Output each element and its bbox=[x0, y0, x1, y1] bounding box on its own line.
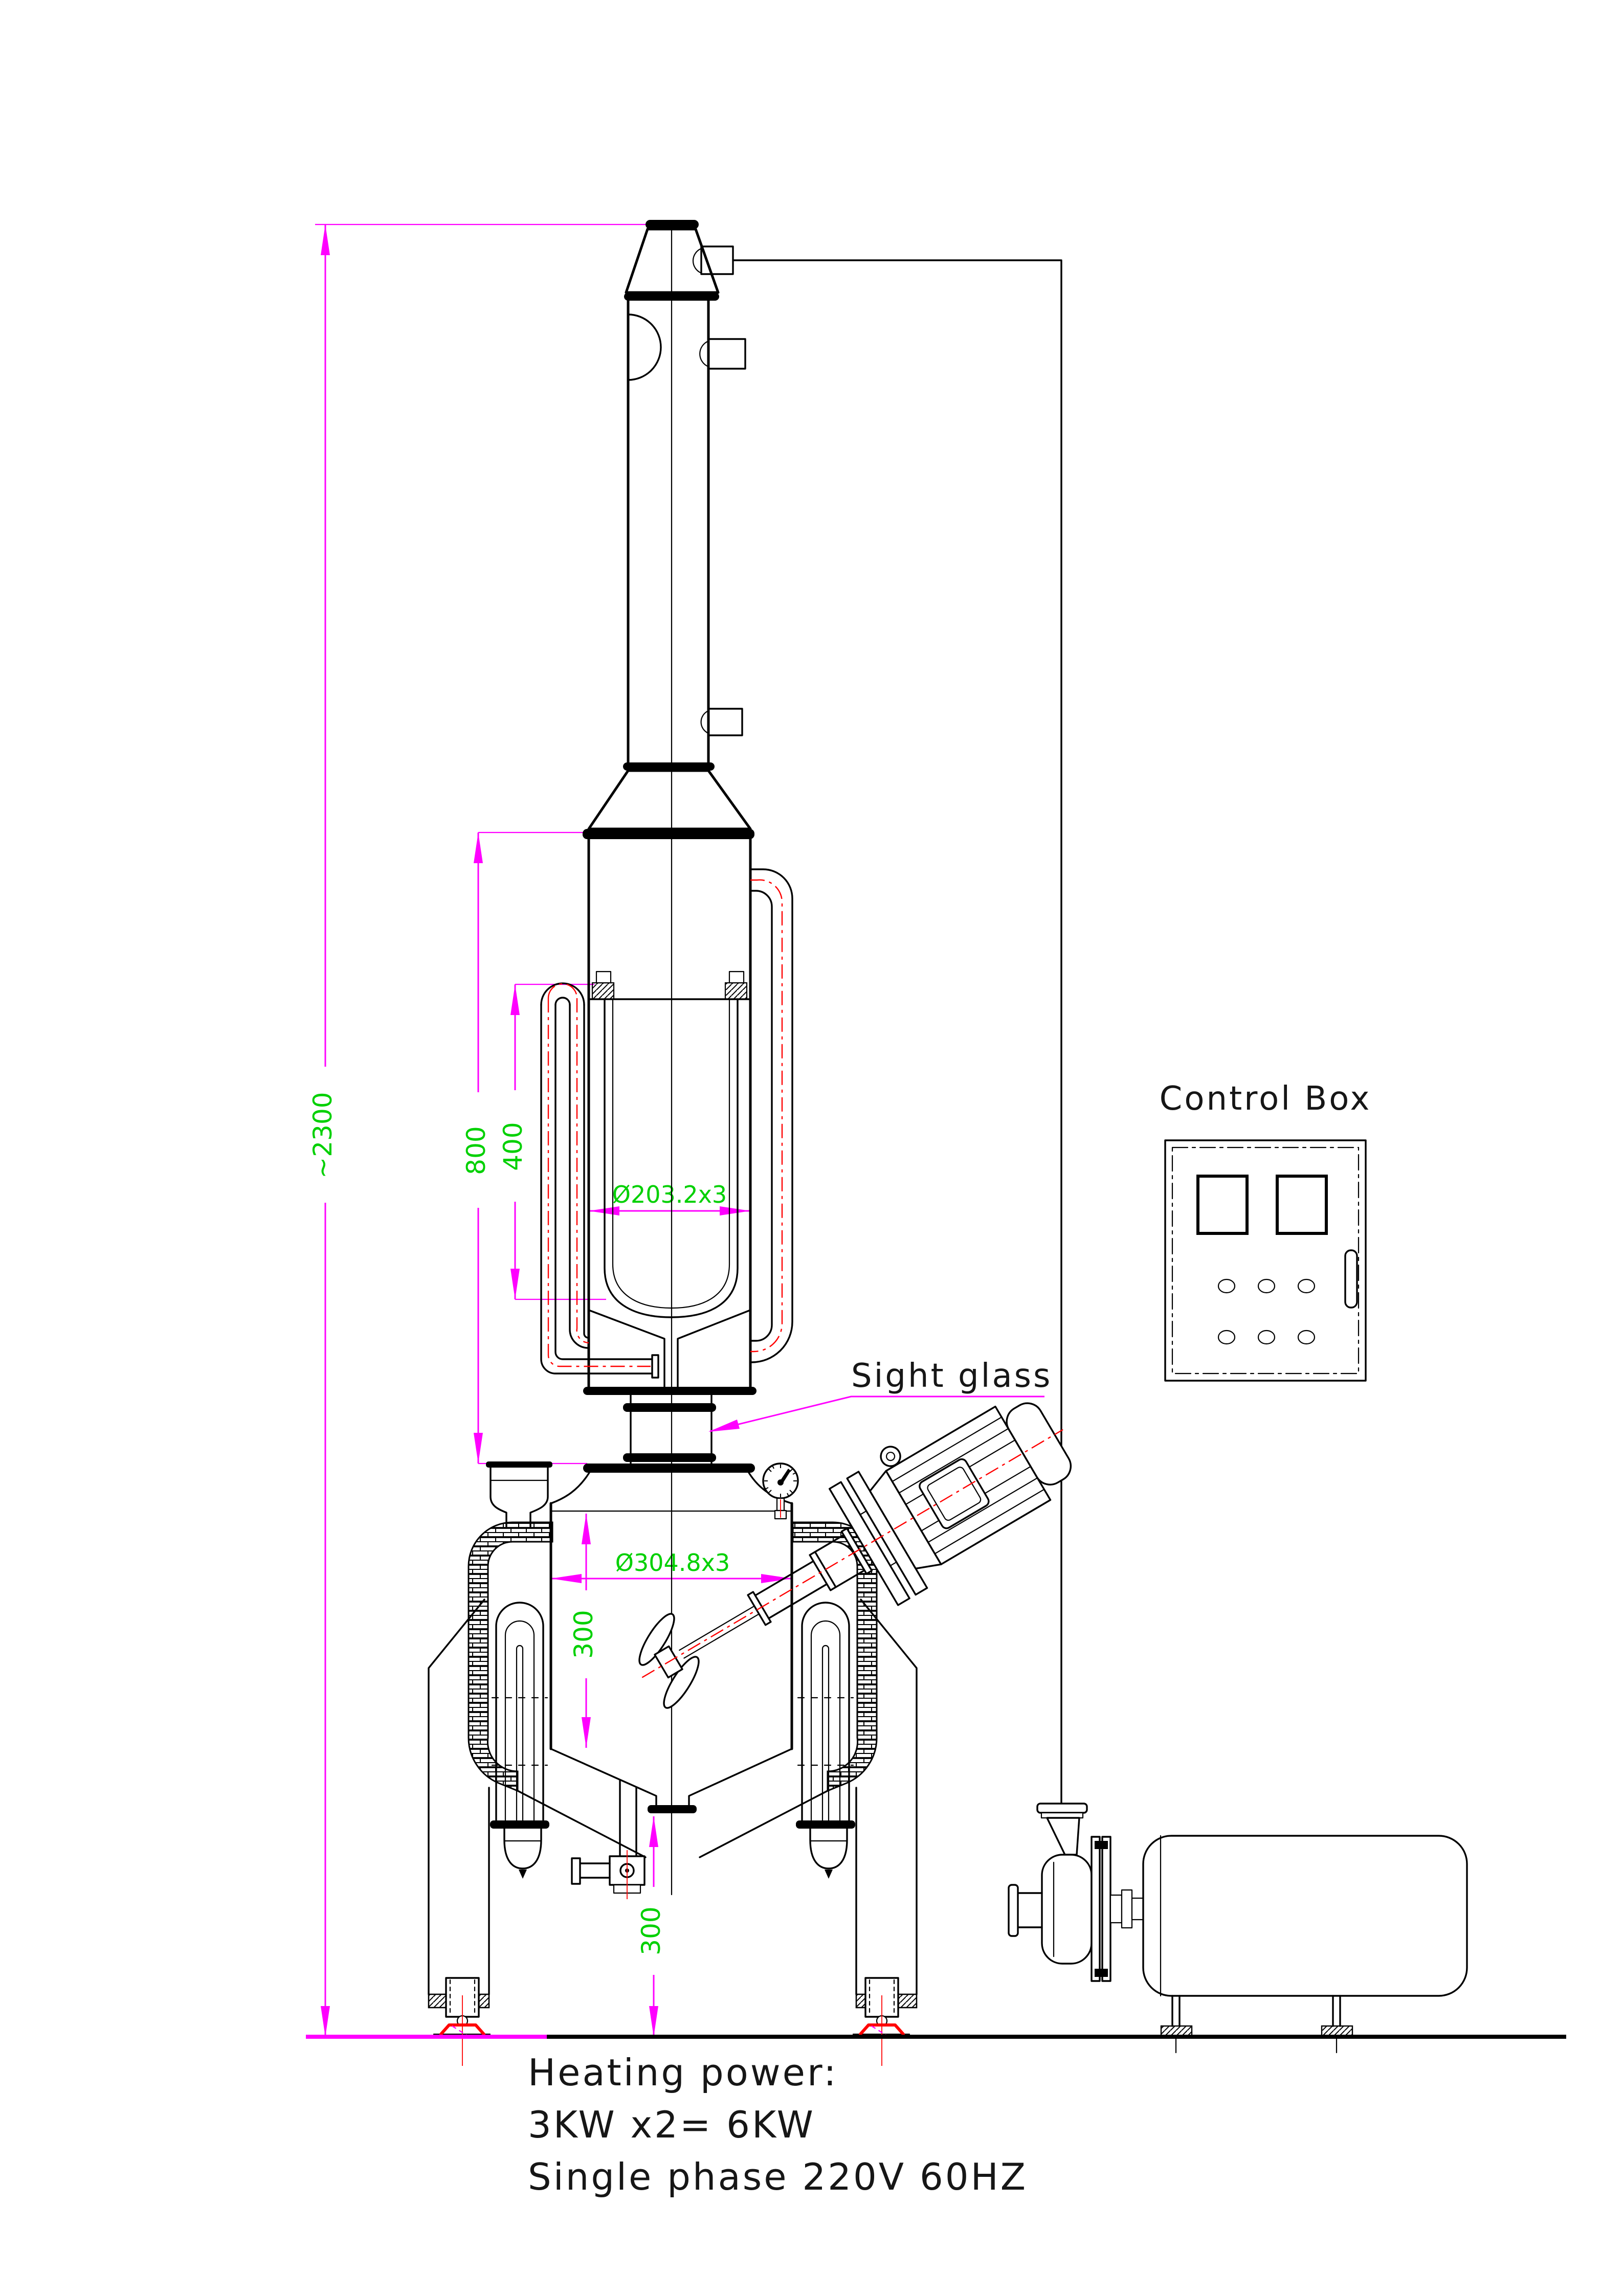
vapor-pipe-to-pump bbox=[732, 259, 1062, 1805]
pipe-centerline bbox=[750, 879, 783, 1353]
agitator-motor bbox=[641, 1402, 1072, 1678]
dim-ground-clearance: 300 bbox=[636, 1906, 666, 1955]
centrifugal-pump bbox=[1008, 1803, 1468, 2054]
jacket-insulation-left bbox=[468, 1521, 553, 1792]
dim-overall-height: ~2300 bbox=[308, 1092, 338, 1178]
condenser-bottom-flange bbox=[583, 1387, 757, 1395]
note-power: 3KW x2= 6KW bbox=[528, 2103, 815, 2146]
sight-glass bbox=[583, 1387, 757, 1467]
top-cone bbox=[625, 228, 720, 294]
vessel-legs bbox=[428, 1599, 918, 2066]
agitator-propeller bbox=[638, 1613, 700, 1709]
condenser bbox=[583, 762, 754, 1388]
dim-vessel-height: 300 bbox=[569, 1610, 598, 1658]
sight-glass-callout: Sight glass bbox=[708, 1357, 1052, 1432]
vessel-bottom-cone bbox=[550, 1748, 793, 1806]
pump-suction-flange bbox=[1008, 1884, 1019, 1937]
column-window bbox=[627, 313, 662, 381]
control-buttons[interactable] bbox=[1217, 1278, 1316, 1345]
dim-condenser-diameter: Ø203.2x3 bbox=[612, 1181, 727, 1208]
pressure-gauge bbox=[762, 1462, 799, 1520]
condenser-top-flange bbox=[583, 829, 754, 839]
condenser-shell bbox=[587, 838, 752, 1388]
dim-condenser-height: 800 bbox=[461, 1126, 491, 1175]
pipe-centerline bbox=[547, 983, 651, 1367]
mixing-vessel bbox=[468, 1461, 878, 1899]
column-nozzle-2 bbox=[699, 338, 746, 370]
control-box-handle[interactable] bbox=[1344, 1249, 1358, 1309]
riser-pipe bbox=[627, 299, 710, 764]
note-heading: Heating power: bbox=[528, 2051, 838, 2094]
charge-port bbox=[486, 1461, 552, 1527]
motor-junction-box bbox=[919, 1458, 990, 1529]
condenser-top-cone bbox=[587, 769, 752, 830]
dimension-lines bbox=[315, 223, 793, 2037]
column-nozzle-3 bbox=[700, 708, 743, 736]
control-display-left[interactable] bbox=[1196, 1175, 1249, 1235]
condenser-bottom-cone bbox=[588, 1309, 751, 1388]
pump-motor bbox=[1142, 1835, 1468, 1997]
note-supply: Single phase 220V 60HZ bbox=[528, 2155, 1028, 2198]
heating-element-right bbox=[796, 1602, 855, 1879]
leg-right bbox=[852, 1599, 918, 2066]
clamp-upper bbox=[623, 1403, 716, 1412]
clamp-lower bbox=[623, 1453, 716, 1462]
control-display-right[interactable] bbox=[1276, 1175, 1328, 1235]
pump-inlet-flange bbox=[1036, 1803, 1088, 1814]
specification-notes: Heating power: 3KW x2= 6KW Single phase … bbox=[528, 2051, 1028, 2198]
vessel-shell bbox=[549, 1502, 793, 1750]
motor-eyebolt bbox=[880, 1446, 901, 1467]
column-top bbox=[624, 220, 1062, 1896]
vessel-top-flange bbox=[583, 1464, 755, 1473]
leg-left bbox=[428, 1599, 491, 2066]
control-box-enclosure bbox=[1164, 1139, 1367, 1382]
condenser-right-pipe bbox=[749, 868, 793, 1363]
dim-vessel-diameter: Ø304.8x3 bbox=[615, 1549, 730, 1577]
motor-axis-centerline bbox=[641, 1429, 1063, 1678]
top-cap-flange bbox=[646, 220, 699, 229]
outlet-flange bbox=[648, 1805, 697, 1813]
condenser-left-u-pipe bbox=[540, 982, 659, 1379]
jacket-bottom bbox=[517, 1790, 829, 1858]
condenser-inner-tube bbox=[604, 998, 739, 1318]
drain-valve bbox=[571, 1780, 646, 1899]
control-box: Control Box bbox=[1160, 1080, 1372, 1382]
heating-element-left bbox=[490, 1602, 549, 1879]
column-nozzle-1 bbox=[692, 245, 734, 275]
pump-volute bbox=[1041, 1854, 1093, 1965]
dim-tube-length: 400 bbox=[498, 1122, 528, 1170]
sight-glass-label: Sight glass bbox=[851, 1357, 1052, 1395]
pump-legs bbox=[1171, 1995, 1341, 2027]
control-box-label: Control Box bbox=[1160, 1080, 1372, 1118]
dimension-texts: ~2300 800 400 Ø203.2x3 Ø304.8x3 300 300 bbox=[308, 1092, 730, 1955]
